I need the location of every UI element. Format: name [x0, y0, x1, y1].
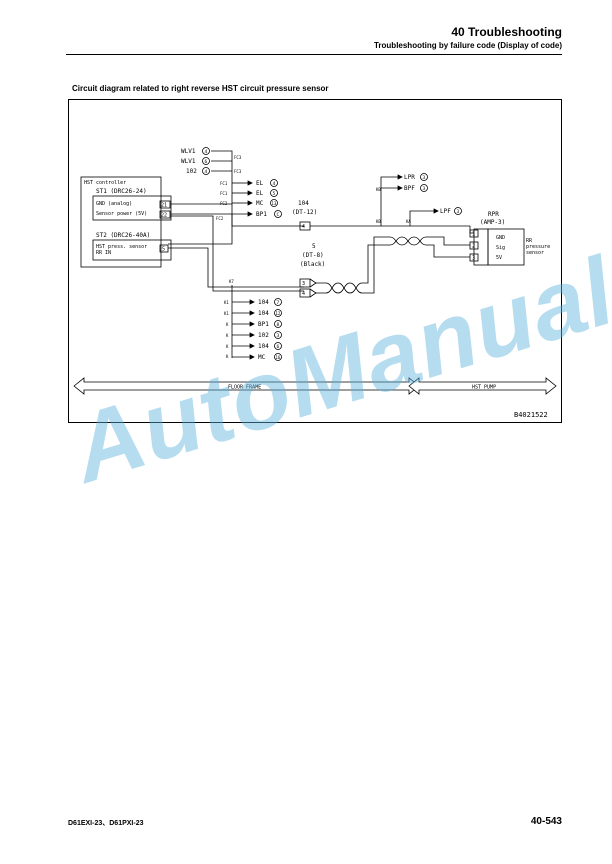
svg-text:16: 16: [276, 355, 281, 360]
circuit-diagram: HST controller ST1 (DRC26-24) GND (analo…: [73, 147, 557, 419]
svg-text:FC1: FC1: [220, 191, 228, 196]
sensor-box: [487, 228, 525, 266]
k7-refs: 104 7 104 12 BP1 8 102 3 104 6 MC 16: [232, 298, 282, 361]
connector-st2-label: ST2 (DRC26-40A): [96, 232, 150, 239]
svg-text:GND: GND: [496, 235, 505, 241]
svg-text:K7: K7: [229, 279, 234, 284]
st1-pin-22: [159, 210, 171, 219]
svg-text:6: 6: [205, 159, 208, 165]
svg-text:6: 6: [277, 344, 280, 350]
svg-text:7: 7: [277, 300, 280, 306]
svg-text:3: 3: [457, 209, 460, 215]
drawing-number: B4021522: [514, 411, 548, 419]
svg-text:3: 3: [277, 333, 280, 339]
svg-text:13: 13: [272, 201, 277, 206]
connector-st1-box: [92, 195, 172, 221]
svg-text:FC2: FC2: [216, 216, 224, 221]
sensor-name: RPR: [488, 211, 499, 218]
sensor-type: (AMP-3): [480, 219, 505, 226]
header-rule: [66, 54, 562, 55]
ref-lpr-3: LPR: [404, 174, 415, 181]
svg-text:C: C: [277, 212, 280, 218]
svg-text:104: 104: [258, 310, 269, 317]
svg-text:5: 5: [162, 247, 165, 253]
svg-text:4: 4: [205, 169, 208, 175]
svg-text:4: 4: [302, 224, 305, 230]
svg-text:4: 4: [205, 149, 208, 155]
hst-pump-arrow: HST PUMP: [408, 377, 557, 395]
connector-5-color: (Black): [300, 261, 325, 268]
diagram-frame: [68, 99, 562, 423]
svg-text:4: 4: [273, 181, 276, 187]
svg-text:22: 22: [161, 213, 167, 219]
svg-text:KB: KB: [376, 187, 381, 192]
svg-text:Sig: Sig: [496, 245, 505, 251]
svg-text:3: 3: [423, 186, 426, 192]
svg-text:102: 102: [258, 332, 269, 339]
controller-title: HST controller: [84, 180, 126, 186]
section-title: Troubleshooting by failure code (Display…: [373, 41, 562, 50]
svg-text:12: 12: [276, 311, 281, 316]
chapter-title: 40 Troubleshooting: [451, 25, 562, 39]
st2-pin-5-label-2: RR IN: [96, 250, 111, 256]
svg-text:FC1: FC1: [220, 181, 228, 186]
connector-st2-box: [92, 239, 172, 261]
controller-box: [80, 176, 162, 268]
svg-text:3: 3: [472, 256, 475, 262]
svg-text:HST PUMP: HST PUMP: [472, 385, 496, 391]
svg-text:104: 104: [258, 299, 269, 306]
svg-text:5: 5: [273, 191, 276, 197]
svg-text:BP1: BP1: [258, 321, 269, 328]
ref-wlv1-4: WLV1: [181, 148, 196, 155]
sensor-desc-2: pressure: [526, 244, 550, 250]
svg-text:FC3: FC3: [234, 169, 242, 174]
ref-el-5: EL: [256, 190, 264, 197]
svg-text:KB: KB: [376, 219, 381, 224]
ref-bpf-3: BPF: [404, 185, 415, 192]
svg-text:5V: 5V: [496, 255, 502, 261]
svg-text:FLOOR FRAME: FLOOR FRAME: [228, 385, 261, 391]
sensor-desc-1: RR: [526, 238, 533, 244]
ref-102-4: 102: [186, 168, 197, 175]
svg-text:KA: KA: [406, 219, 411, 224]
ref-bp1-c: BP1: [256, 211, 267, 218]
ref-wlv1-6: WLV1: [181, 158, 196, 165]
svg-text:MC: MC: [258, 354, 266, 361]
svg-text:K: K: [226, 354, 229, 359]
svg-text:K: K: [226, 344, 229, 349]
svg-text:FC2: FC2: [220, 201, 228, 206]
svg-text:8: 8: [277, 322, 280, 328]
connector-5-type: (DT-8): [302, 252, 324, 259]
st1-pin-22-label: Sensor power (5V): [96, 211, 147, 217]
svg-text:K1: K1: [224, 300, 229, 305]
svg-text:K: K: [226, 322, 229, 327]
svg-text:3: 3: [423, 175, 426, 181]
footer-models: D61EXI-23、D61PXI-23: [68, 820, 144, 827]
connector-104-name: 104: [298, 200, 309, 207]
ref-el-4: EL: [256, 180, 264, 187]
st2-pin-5-label-1: HST press. sensor: [96, 244, 147, 250]
st2-pin-5: [159, 244, 169, 253]
ref-mc-13: MC: [256, 200, 264, 207]
diagram-caption: Circuit diagram related to right reverse…: [72, 84, 329, 93]
st1-pin-21-label: GND (analog): [96, 201, 132, 207]
connector-st1-label: ST1 (DRC26-24): [96, 188, 147, 195]
ref-lpf-3: LPF: [440, 208, 451, 215]
ref-wlv1-4-num: [202, 147, 210, 155]
svg-text:K1: K1: [224, 311, 229, 316]
svg-text:2: 2: [472, 244, 475, 250]
page-number: 40-543: [530, 816, 562, 827]
svg-text:21: 21: [161, 203, 167, 209]
svg-text:FC3: FC3: [234, 155, 242, 160]
svg-text:104: 104: [258, 343, 269, 350]
connector-5-name: 5: [312, 243, 316, 250]
svg-text:3: 3: [302, 281, 305, 287]
svg-text:K: K: [226, 333, 229, 338]
connector-104-type: (DT-12): [292, 209, 317, 216]
svg-text:4: 4: [302, 291, 305, 297]
st1-pin-21: [159, 200, 171, 209]
svg-text:1: 1: [472, 232, 475, 238]
sensor-desc-3: sensor: [526, 250, 544, 256]
